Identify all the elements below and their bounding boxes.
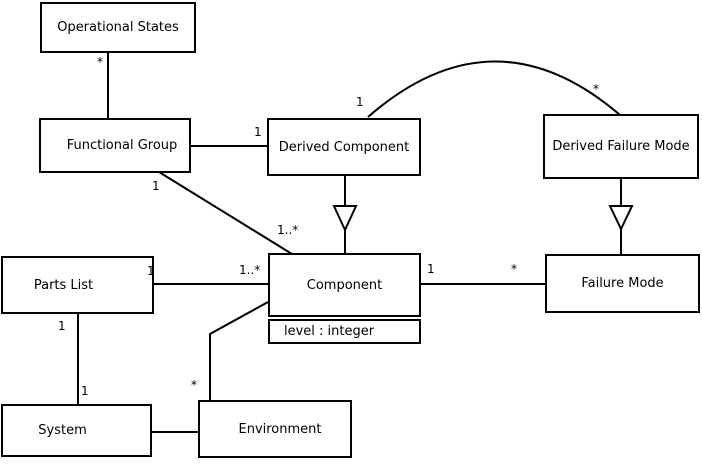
class-name-label: Failure Mode — [581, 276, 664, 291]
multiplicity-environment-to-component: * — [191, 378, 197, 392]
multiplicity-system-from-parts-list: 1 — [81, 384, 89, 398]
class-parts-list[interactable]: Parts List — [1, 256, 154, 314]
class-derived-failure-mode[interactable]: Derived Failure Mode — [543, 114, 699, 179]
class-name-label: Operational States — [57, 20, 179, 35]
attribute-label: level : integer — [284, 324, 375, 339]
connector-functional-group-component — [158, 171, 293, 255]
class-derived-component[interactable]: Derived Component — [267, 118, 421, 176]
class-component-attributes[interactable]: level : integer — [268, 319, 421, 344]
inheritance-triangle-icon — [608, 205, 634, 232]
multiplicity-operational-states-end: * — [97, 55, 103, 69]
class-component[interactable]: Component — [268, 253, 421, 317]
class-name-label: Environment — [238, 421, 322, 437]
multiplicity-derived-component-arc-end: 1 — [356, 95, 364, 109]
class-functional-group[interactable]: Functional Group — [39, 118, 191, 173]
class-name-label: Functional Group — [66, 138, 178, 153]
class-name-label: Derived Component — [278, 139, 410, 155]
multiplicity-component-from-parts-list: 1..* — [239, 263, 261, 277]
multiplicity-parts-list-to-system: 1 — [58, 319, 66, 333]
class-name-label: System — [38, 423, 87, 438]
class-operational-states[interactable]: Operational States — [40, 2, 196, 53]
multiplicity-component-from-functional-group: 1..* — [277, 223, 299, 237]
multiplicity-derived-failure-mode-arc-end: * — [593, 82, 599, 96]
class-environment[interactable]: Environment — [198, 400, 352, 458]
connector-environment-component — [209, 301, 269, 400]
multiplicity-component-to-failure-mode: 1 — [427, 262, 435, 276]
class-name-label: Component — [306, 277, 383, 293]
multiplicity-derived-component-from-functional-group: 1 — [254, 125, 262, 139]
class-name-label: Derived Failure Mode — [552, 139, 690, 154]
multiplicity-parts-list-corner: 1 — [147, 264, 155, 278]
class-name-label: Parts List — [33, 277, 94, 293]
multiplicity-functional-group-to-component: 1 — [152, 179, 160, 193]
inheritance-triangle-icon — [332, 205, 358, 233]
class-system[interactable]: System — [1, 404, 152, 457]
connector-derived-component-derived-failure-mode-arc — [367, 60, 621, 118]
multiplicity-failure-mode-from-component: * — [511, 262, 517, 276]
class-failure-mode[interactable]: Failure Mode — [545, 254, 700, 313]
